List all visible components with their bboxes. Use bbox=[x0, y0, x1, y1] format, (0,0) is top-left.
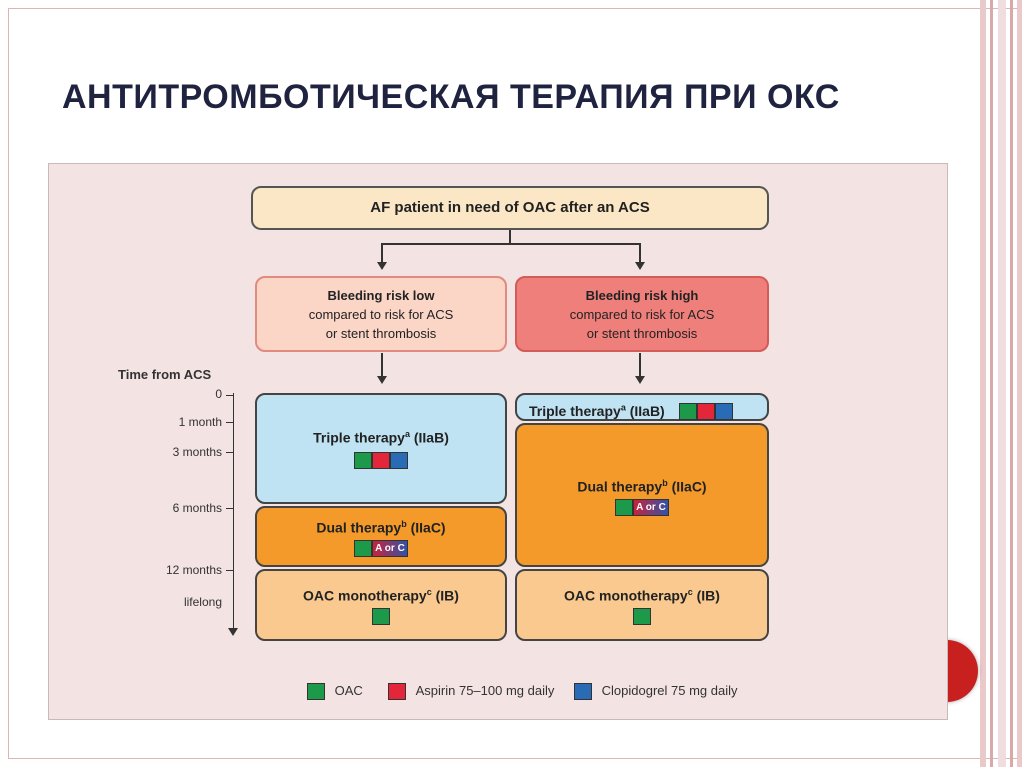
connector-high-therapy bbox=[639, 353, 641, 377]
bleeding-risk-high-line1: compared to risk for ACS bbox=[569, 307, 715, 322]
arrow-high-therapy bbox=[635, 376, 645, 384]
oac-square bbox=[372, 608, 390, 626]
right-triple-therapy-label: Triple therapya (IIaB) bbox=[529, 402, 665, 419]
bleeding-risk-low-title: Bleeding risk low bbox=[327, 288, 435, 303]
oac-square bbox=[633, 608, 651, 626]
timeline-tick-3 bbox=[226, 508, 234, 509]
left-triple-therapy-box: Triple therapya (IIaB) bbox=[255, 393, 507, 504]
aspirin-square bbox=[372, 452, 390, 470]
timeline-tick-0 bbox=[226, 395, 234, 396]
connector-low-therapy bbox=[381, 353, 383, 377]
aspirin-square bbox=[696, 403, 715, 421]
timeline-tick-2 bbox=[226, 452, 234, 453]
legend-clopidogrel-label: Clopidogrel 75 mg daily bbox=[601, 683, 738, 698]
oac-square bbox=[354, 540, 372, 558]
left-dual-therapy-box: Dual therapyb (IIaC) A or C bbox=[255, 506, 507, 567]
oac-square bbox=[354, 452, 372, 470]
bleeding-risk-low-line1: compared to risk for ACS bbox=[308, 307, 454, 322]
bleeding-risk-high-line2: or stent thrombosis bbox=[586, 326, 698, 341]
left-oac-monotherapy-label: OAC monotherapyc (IB) bbox=[303, 587, 459, 604]
right-oac-monotherapy-box: OAC monotherapyc (IB) bbox=[515, 569, 769, 641]
clopidogrel-square bbox=[390, 452, 408, 470]
slide-title: АНТИТРОМБОТИЧЕСКАЯ ТЕРАПИЯ ПРИ ОКС bbox=[62, 78, 840, 116]
arrow-low-therapy bbox=[377, 376, 387, 384]
legend-oac-swatch bbox=[307, 683, 325, 701]
right-oac-monotherapy-label: OAC monotherapyc (IB) bbox=[564, 587, 720, 604]
timeline-tick-1 bbox=[226, 422, 234, 423]
right-triple-drugs bbox=[678, 403, 733, 421]
left-triple-drugs bbox=[257, 452, 505, 470]
timeline-label-5: lifelong bbox=[183, 595, 222, 609]
timeline-arrow bbox=[228, 628, 238, 636]
right-dual-drugs: A or C bbox=[517, 499, 767, 517]
top-box: AF patient in need of OAC after an ACS bbox=[251, 186, 769, 230]
decorative-stripes bbox=[980, 0, 1024, 767]
left-oac-monotherapy-box: OAC monotherapyc (IB) bbox=[255, 569, 507, 641]
left-dual-drugs: A or C bbox=[257, 540, 505, 558]
legend-oac: OAC bbox=[307, 683, 363, 701]
right-dual-therapy-box: Dual therapyb (IIaC) A or C bbox=[515, 423, 769, 567]
legend-clopidogrel: Clopidogrel 75 mg daily bbox=[574, 683, 738, 701]
legend-aspirin: Aspirin 75–100 mg daily bbox=[388, 683, 555, 701]
bleeding-risk-high-title: Bleeding risk high bbox=[585, 288, 699, 303]
timeline-label-0: 0 bbox=[215, 387, 222, 401]
connector-left-down bbox=[381, 243, 383, 263]
right-dual-therapy-label: Dual therapyb (IIaC) bbox=[577, 478, 707, 495]
clopidogrel-square bbox=[714, 403, 733, 421]
left-triple-therapy-label: Triple therapya (IIaB) bbox=[313, 429, 449, 446]
legend-aspirin-swatch bbox=[388, 683, 406, 701]
connector-horizontal bbox=[382, 243, 640, 245]
a-or-c-badge: A or C bbox=[633, 499, 669, 517]
timeline-axis bbox=[233, 393, 234, 630]
bleeding-risk-low-line2: or stent thrombosis bbox=[325, 326, 437, 341]
top-box-text: AF patient in need of OAC after an ACS bbox=[370, 199, 650, 216]
legend-aspirin-label: Aspirin 75–100 mg daily bbox=[415, 683, 555, 698]
left-dual-therapy-label: Dual therapyb (IIaC) bbox=[316, 519, 446, 536]
timeline-header: Time from ACS bbox=[118, 367, 212, 382]
connector-right-down bbox=[639, 243, 641, 263]
timeline-tick-4 bbox=[226, 570, 234, 571]
arrow-left-risk bbox=[377, 262, 387, 270]
timeline-label-1: 1 month bbox=[178, 415, 222, 429]
bleeding-risk-low-box: Bleeding risk low compared to risk for A… bbox=[255, 276, 507, 352]
left-oac-drugs bbox=[257, 608, 505, 626]
oac-square bbox=[678, 403, 697, 421]
right-triple-therapy-box: Triple therapya (IIaB) bbox=[515, 393, 769, 421]
oac-square bbox=[615, 499, 633, 517]
a-or-c-badge: A or C bbox=[372, 540, 408, 558]
timeline-label-3: 6 months bbox=[172, 501, 222, 515]
connector-vertical-top bbox=[509, 230, 511, 244]
bleeding-risk-high-box: Bleeding risk high compared to risk for … bbox=[515, 276, 769, 352]
timeline-label-4: 12 months bbox=[165, 563, 222, 577]
legend-oac-label: OAC bbox=[334, 683, 363, 698]
arrow-right-risk bbox=[635, 262, 645, 270]
legend-clopidogrel-swatch bbox=[574, 683, 592, 701]
right-oac-drugs bbox=[517, 608, 767, 626]
timeline-label-2: 3 months bbox=[172, 445, 222, 459]
